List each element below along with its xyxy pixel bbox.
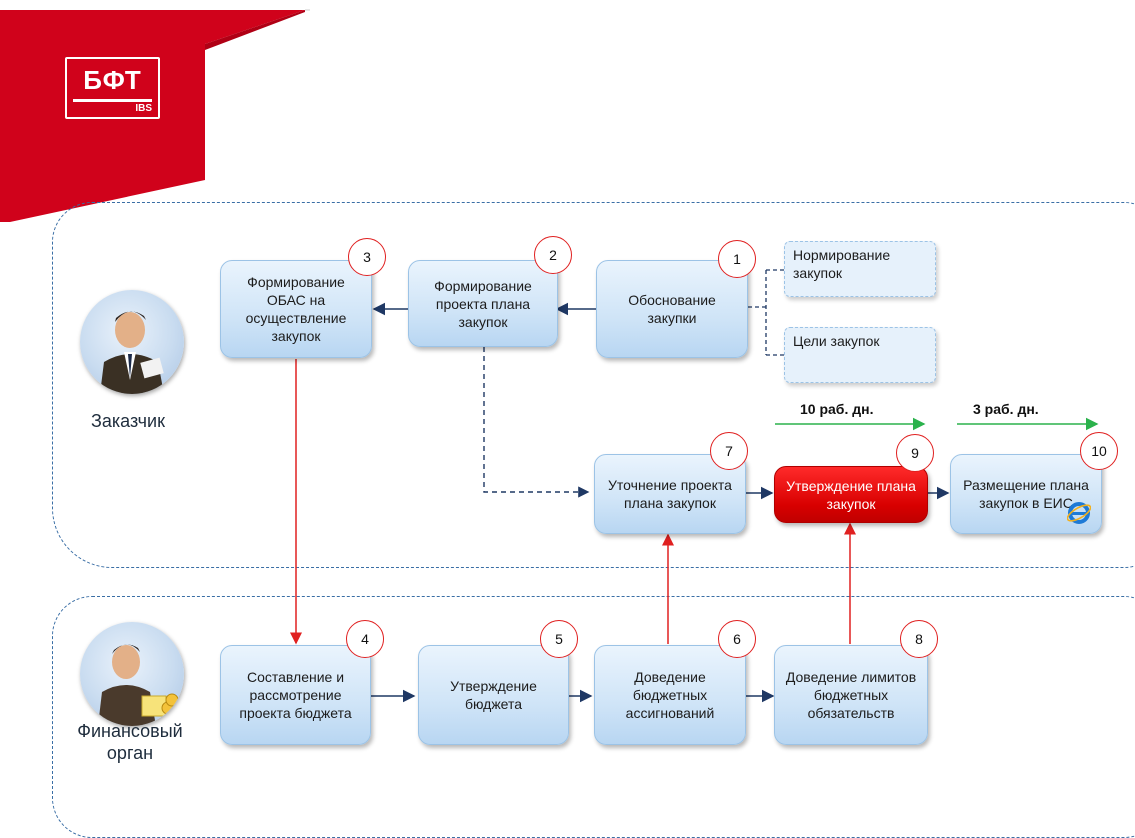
step-2-label: Формирование проекта плана закупок bbox=[434, 277, 532, 330]
note-goals-text: Цели закупок bbox=[793, 333, 880, 349]
step-9-badge: 9 bbox=[896, 434, 934, 472]
step-1-badge: 1 bbox=[718, 240, 756, 278]
step-10-label: Размещение плана закупок в ЕИС bbox=[963, 477, 1089, 511]
note-goals: Цели закупок bbox=[784, 327, 936, 383]
lane-customer bbox=[52, 202, 1135, 568]
company-logo: БФТ IBS bbox=[65, 57, 160, 119]
note-norm: Нормирование закупок bbox=[784, 241, 936, 297]
step-3-box: Формирование ОБАС на осуществление закуп… bbox=[220, 260, 372, 358]
step-7-label: Уточнение проекта плана закупок bbox=[608, 477, 732, 511]
duration-label-1: 10 раб. дн. bbox=[800, 401, 874, 417]
step-9-box: Утверждение плана закупок bbox=[774, 466, 928, 523]
logo-underline bbox=[73, 99, 152, 102]
finance-avatar bbox=[80, 622, 184, 726]
step-3-label: Формирование ОБАС на осуществление закуп… bbox=[245, 274, 347, 344]
arrow-2-to-7 bbox=[483, 347, 590, 498]
step-9-label: Утверждение плана закупок bbox=[786, 477, 916, 512]
step-6-box: Доведение бюджетных ассигнований bbox=[594, 645, 746, 745]
step-1-label: Обоснование закупки bbox=[628, 292, 716, 326]
step-5-label: Утверждение бюджета bbox=[450, 678, 537, 712]
step-7-badge: 7 bbox=[710, 432, 748, 470]
connectors bbox=[290, 269, 1099, 703]
step-4-label: Составление и рассмотрение проекта бюдже… bbox=[239, 669, 352, 721]
step-4-badge: 4 bbox=[346, 620, 384, 658]
notes-connector bbox=[748, 269, 784, 356]
step-8-badge: 8 bbox=[900, 620, 938, 658]
step-2-badge: 2 bbox=[534, 236, 572, 274]
note-norm-text: Нормирование закупок bbox=[793, 247, 891, 281]
step-3-badge: 3 bbox=[348, 238, 386, 276]
step-8-box: Доведение лимитов бюджетных обязательств bbox=[774, 645, 928, 745]
step-6-label: Доведение бюджетных ассигнований bbox=[625, 669, 715, 721]
actor-customer-label: Заказчик bbox=[91, 411, 165, 431]
step-4-box: Составление и рассмотрение проекта бюдже… bbox=[220, 645, 371, 745]
duration-label-2: 3 раб. дн. bbox=[973, 401, 1039, 417]
logo-banner bbox=[0, 9, 310, 222]
logo-sub-text: IBS bbox=[135, 103, 152, 114]
step-6-badge: 6 bbox=[718, 620, 756, 658]
logo-text: БФТ bbox=[83, 65, 142, 95]
step-5-box: Утверждение бюджета bbox=[418, 645, 569, 745]
step-8-label: Доведение лимитов бюджетных обязательств bbox=[785, 669, 917, 721]
customer-avatar bbox=[80, 290, 184, 394]
step-1-box: Обоснование закупки bbox=[596, 260, 748, 358]
actor-finance-text: Финансовый орган bbox=[77, 721, 183, 763]
step-10-box: Размещение плана закупок в ЕИС bbox=[950, 454, 1102, 534]
step-7-box: Уточнение проекта плана закупок bbox=[594, 454, 746, 534]
actor-finance-label: Финансовый орган bbox=[60, 720, 200, 764]
step-2-box: Формирование проекта плана закупок bbox=[408, 260, 558, 347]
step-5-badge: 5 bbox=[540, 620, 578, 658]
step-10-badge: 10 bbox=[1080, 432, 1118, 470]
ie-browser-icon bbox=[1067, 502, 1091, 524]
